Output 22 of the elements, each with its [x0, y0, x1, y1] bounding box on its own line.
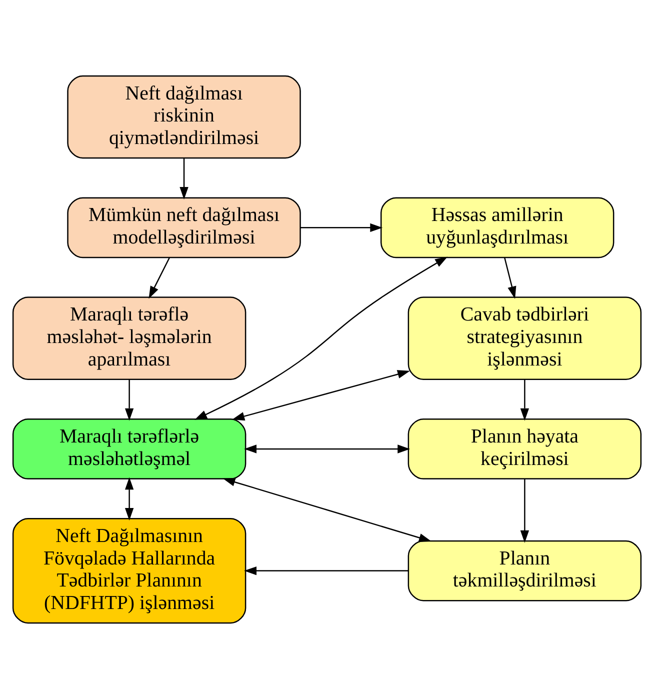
node-box: Neft Dağılmasının Fövqəladə Hallarında Tədbirlər Planının (NDFHTP) işlənməsi	[12, 517, 246, 624]
node-box: Mümkün neft dağılması modelləşdirilməsi	[67, 196, 301, 258]
arrow	[180, 158, 188, 199]
node-box: Həssas amillərin uyğunlaşdırılması	[380, 196, 614, 258]
arrow	[124, 379, 134, 420]
arrow	[520, 379, 530, 420]
arrow	[148, 257, 170, 298]
node-box: Planın həyata keçirilməsi	[408, 418, 642, 479]
arrow	[244, 566, 408, 575]
node-box: Neft dağılması riskinin qiymətləndirilməsi	[67, 74, 301, 158]
node-box: Maraqlı tərəflərlə məsləhətləşməl	[12, 418, 246, 479]
arrow	[300, 222, 383, 232]
arrow	[124, 476, 134, 520]
node-box: Cavab tədbirləri strategiyasının işlənməsi	[408, 296, 642, 380]
arrow	[232, 370, 410, 420]
arrow	[194, 256, 448, 420]
arrow	[222, 477, 432, 542]
arrow	[520, 478, 530, 542]
arrow	[504, 257, 516, 298]
node-box: Planın təkmilləşdirilməsi	[408, 540, 642, 601]
arrow	[244, 444, 410, 453]
node-box: Maraqlı tərəflə məsləhət- ləşmələrin aparılması	[12, 296, 246, 380]
